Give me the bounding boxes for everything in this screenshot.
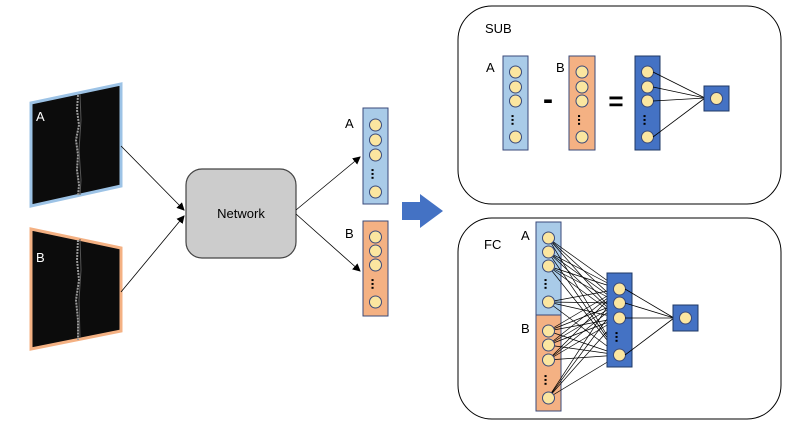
- network-label: Network: [217, 206, 265, 221]
- input-image-b: B: [29, 227, 123, 351]
- fc-a-label: A: [521, 228, 530, 243]
- feature-vector-b: ...: [362, 220, 389, 317]
- svg-text:...: ...: [542, 374, 558, 386]
- svg-text:...: ...: [509, 114, 525, 126]
- svg-text:...: ...: [575, 114, 591, 126]
- sub-b-label: B: [556, 60, 565, 75]
- sub-panel: SUB A B ... - ... = ...: [457, 5, 782, 205]
- svg-text:...: ...: [369, 278, 385, 290]
- svg-text:...: ...: [641, 114, 657, 126]
- fc-panel: FC A B ... ... ...: [457, 217, 782, 420]
- arrow-a-to-network: [120, 145, 185, 211]
- fc-title: FC: [484, 237, 501, 252]
- svg-text:...: ...: [369, 168, 385, 180]
- feat-a-label: A: [345, 116, 354, 131]
- sub-title: SUB: [485, 21, 512, 36]
- arrow-network-to-feat-b: [295, 213, 361, 272]
- svg-text:...: ...: [542, 278, 558, 290]
- fc-b-label: B: [521, 321, 530, 336]
- equals-symbol: =: [608, 86, 623, 116]
- input-image-a: A: [29, 82, 123, 208]
- transition-arrow-icon: [402, 194, 443, 228]
- svg-text:...: ...: [613, 331, 629, 343]
- input-b-label: B: [36, 250, 45, 265]
- sub-a-label: A: [486, 60, 495, 75]
- fc-output-node: [672, 304, 699, 332]
- arrow-b-to-network: [120, 215, 185, 293]
- feature-vector-a: ...: [362, 107, 389, 205]
- minus-symbol: -: [543, 83, 553, 116]
- input-a-label: A: [36, 109, 45, 124]
- network-box: Network: [185, 168, 297, 259]
- feat-b-label: B: [345, 226, 354, 241]
- arrow-network-to-feat-a: [295, 156, 361, 211]
